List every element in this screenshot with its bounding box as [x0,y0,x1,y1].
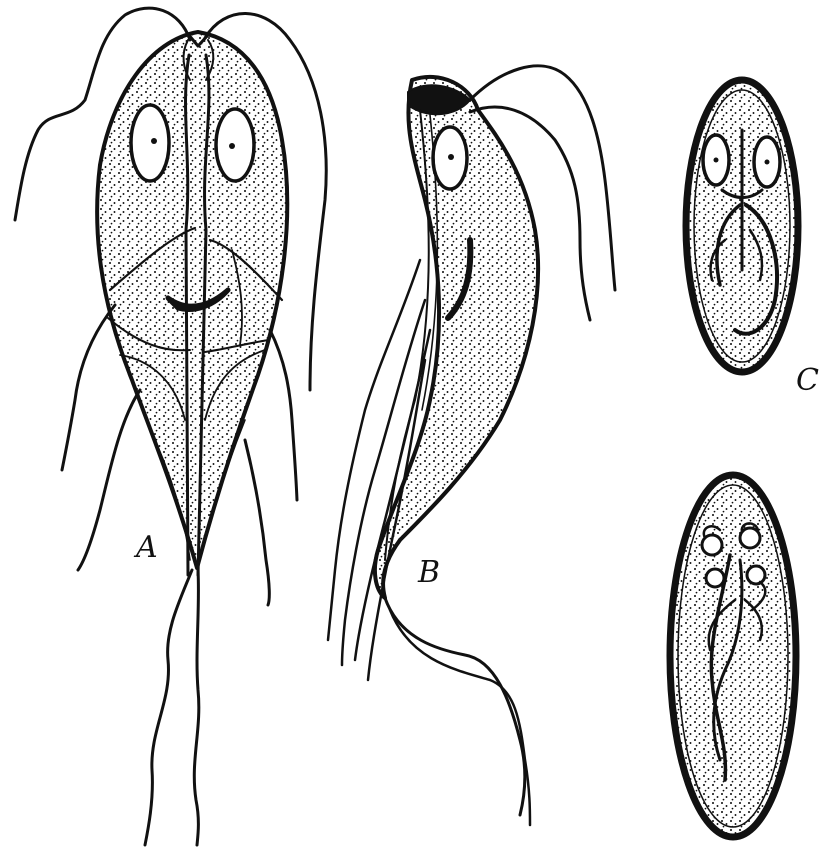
label-b: B [417,555,440,590]
nucleus-left [131,105,169,181]
label-c: C [796,363,819,398]
cyst-nucleus-5 [706,569,724,587]
flagellum-caudal-lateral [385,598,525,815]
flagellum-lateral-right-2 [245,440,269,605]
flagellum-caudal-left [145,570,192,845]
flagellum-lateral-right [270,330,297,500]
flagellum-lateral-left-2 [78,390,140,570]
flagellum-caudal-right [194,570,199,845]
nucleus-right [216,109,254,181]
cyst-upper [686,80,798,372]
cyst-lower [670,475,796,837]
cyst-nucleus-6 [747,566,765,584]
flagellum-lateral-left [62,305,115,470]
trophozoite-ventral [15,8,326,845]
label-a: A [133,530,158,565]
trophozoite-lateral [328,66,615,825]
trophozoite-body [97,32,287,568]
